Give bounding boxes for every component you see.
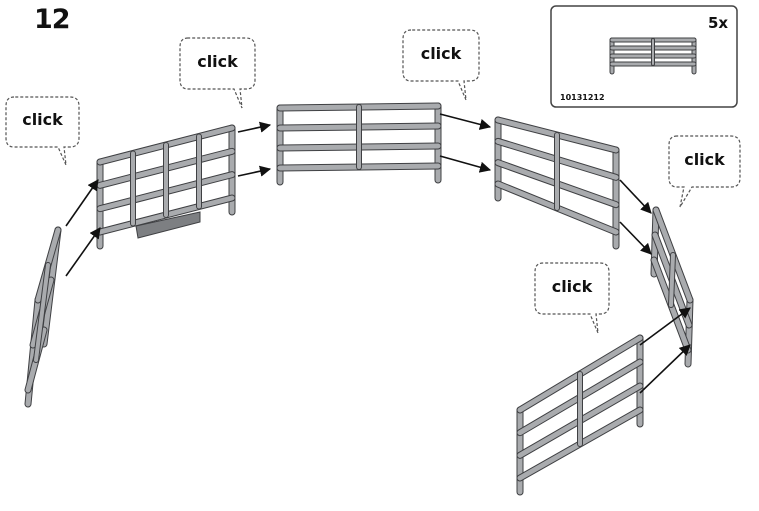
arrow-5b — [639, 344, 691, 394]
callout-bubble-1 — [5, 96, 80, 166]
callout-text-2: click — [197, 52, 238, 71]
part-number: 10131212 — [560, 93, 605, 102]
step-number: 12 — [34, 4, 71, 35]
parts-quantity: 5x — [708, 14, 729, 32]
fence-panel-gate — [96, 124, 236, 250]
arrow-1a — [65, 179, 99, 227]
arrow-2b — [237, 165, 272, 177]
arrow-2a — [237, 121, 272, 133]
callout-text-3: click — [420, 44, 462, 63]
gate-latch-plate — [135, 211, 201, 239]
callout-text-4: click — [684, 150, 725, 169]
fence-panel-top-center — [276, 102, 442, 186]
callout-bubble-5 — [534, 262, 610, 334]
arrow-5a — [639, 307, 691, 346]
callout-bubbles — [5, 29, 741, 334]
arrow-1b — [65, 227, 101, 277]
fence-panel-bottom-right — [516, 334, 644, 496]
arrow-3b — [439, 155, 492, 173]
callout-text-5: click — [551, 277, 593, 296]
fence-panel-right — [650, 206, 694, 368]
callout-bubble-4 — [668, 135, 741, 208]
callout-text-1: click — [22, 110, 63, 129]
callout-bubble-2 — [179, 37, 256, 109]
fence-panel-part-icon — [609, 37, 697, 75]
arrow-3a — [439, 113, 492, 130]
connection-arrows — [65, 113, 691, 394]
callout-bubble-3 — [402, 29, 480, 101]
fence-panel-top-right — [494, 116, 620, 250]
fence-panel-left — [24, 226, 62, 408]
arrow-4b — [619, 221, 652, 255]
arrow-4a — [619, 179, 652, 214]
